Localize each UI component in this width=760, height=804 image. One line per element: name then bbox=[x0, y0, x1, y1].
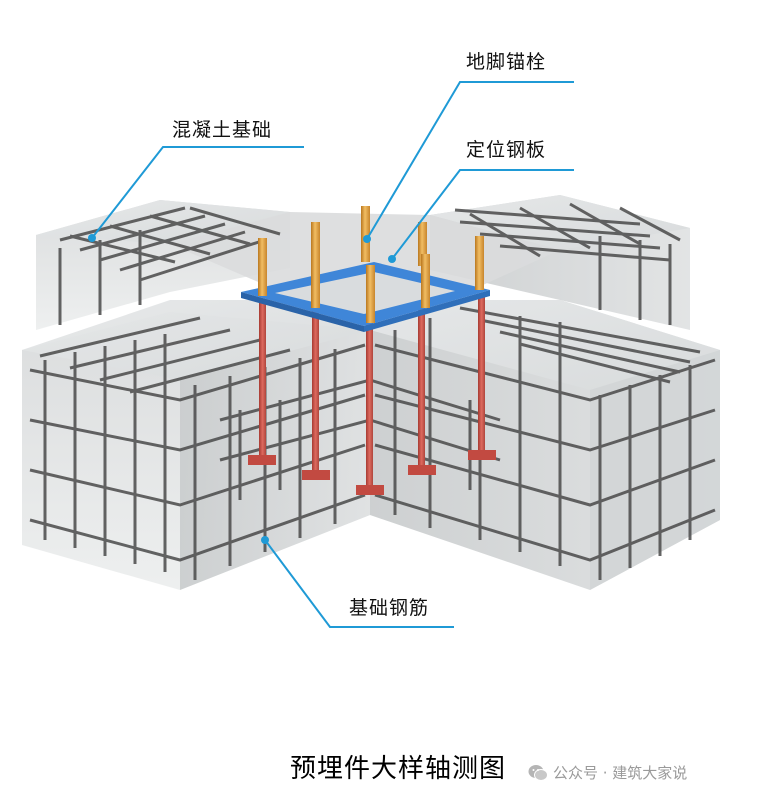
label-foundation-rebar: 基础钢筋 bbox=[349, 597, 430, 619]
rebar-cage bbox=[29, 202, 716, 580]
label-concrete-foundation: 混凝土基础 bbox=[172, 119, 273, 141]
watermark-text: 公众号 · 建筑大家说 bbox=[553, 764, 688, 782]
leader-lines bbox=[91, 81, 574, 628]
leader-line-rebar bbox=[264, 539, 454, 628]
anchor-bolts bbox=[258, 206, 484, 323]
wechat-icon bbox=[528, 764, 548, 781]
leader-line-anchor-bolt bbox=[366, 81, 574, 240]
figure-caption: 预埋件大样轴测图 bbox=[290, 754, 507, 784]
leader-line-concrete bbox=[91, 146, 304, 239]
watermark: 公众号 · 建筑大家说 bbox=[528, 762, 687, 783]
label-anchor-bolt: 地脚锚栓 bbox=[466, 51, 547, 73]
leader-line-plate bbox=[391, 169, 574, 260]
leader-dots bbox=[88, 234, 396, 544]
label-positioning-plate: 定位钢板 bbox=[466, 139, 547, 161]
embedded-anchor-rods bbox=[248, 295, 496, 495]
